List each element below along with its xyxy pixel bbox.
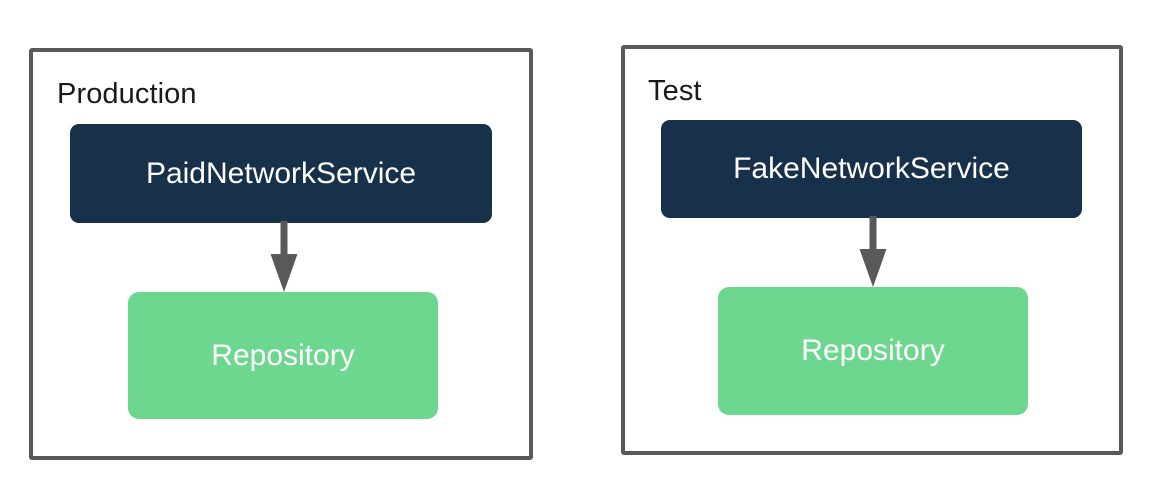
node-fake-network-service[interactable]: FakeNetworkService: [661, 120, 1082, 218]
node-paid-network-service[interactable]: PaidNetworkService: [70, 124, 492, 223]
node-fake-network-service-label: FakeNetworkService: [733, 152, 1010, 185]
environment-label-test: Test: [648, 75, 702, 107]
node-repository-production-label: Repository: [211, 338, 355, 372]
node-repository-test-label: Repository: [801, 334, 945, 367]
node-repository-production[interactable]: Repository: [128, 292, 438, 419]
node-paid-network-service-label: PaidNetworkService: [145, 156, 417, 190]
node-repository-test[interactable]: Repository: [718, 287, 1028, 415]
environment-label-production: Production: [57, 78, 197, 110]
